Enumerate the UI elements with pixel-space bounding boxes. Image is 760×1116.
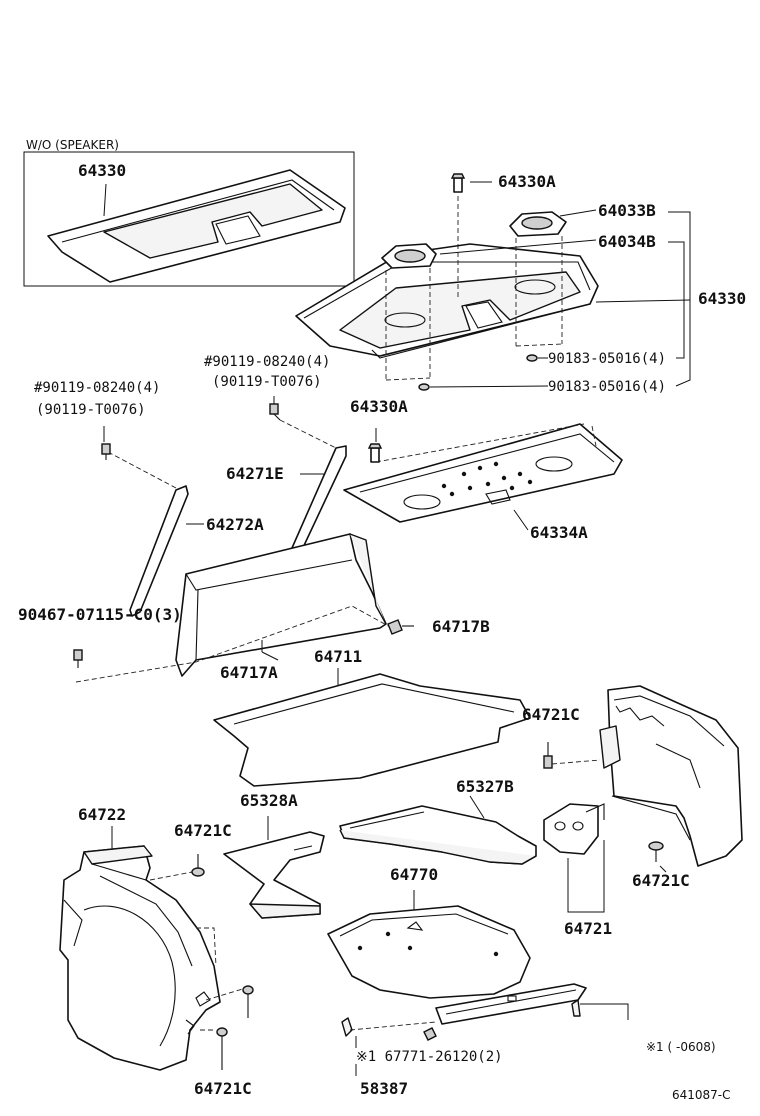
strap-64272A[interactable] [129, 485, 189, 617]
fastener-64721C-right[interactable] [543, 742, 553, 769]
side-trim-right[interactable] [599, 685, 743, 867]
label-90119-left-2[interactable]: (90119-T0076) [36, 402, 146, 418]
fastener-64721C-lower-a[interactable] [242, 985, 254, 1018]
diagram-code: 641087-C [672, 1088, 731, 1102]
footnote: ※1 ( -0608) [646, 1040, 716, 1054]
label-64721C-right-bottom[interactable]: 64721C [632, 871, 690, 890]
label-90183-b[interactable]: 90183-05016(4) [548, 379, 667, 395]
label-64717B[interactable]: 64717B [432, 617, 490, 636]
wheelhouse-trim-64722[interactable] [59, 845, 221, 1071]
clip-64717B[interactable] [387, 619, 414, 635]
bolt-90467[interactable] [73, 649, 83, 668]
label-64722[interactable]: 64722 [78, 805, 127, 824]
label-67771[interactable]: ※1 67771-26120(2) [356, 1049, 503, 1065]
package-tray-64330[interactable] [295, 243, 599, 359]
label-64721[interactable]: 64721 [564, 919, 613, 938]
label-64330-main[interactable]: 64330 [698, 289, 747, 308]
fastener-64721C-lower-b[interactable] [216, 1027, 228, 1070]
fastener-64721C-left[interactable] [191, 854, 205, 877]
inset-title: W/O (SPEAKER) [26, 138, 119, 152]
trim-board-64334A[interactable] [343, 423, 623, 523]
speaker-cover-64034B[interactable] [381, 243, 437, 269]
label-90183-a[interactable]: 90183-05016(4) [548, 351, 667, 367]
clip-64330A-top[interactable] [450, 173, 466, 193]
screw-90119-right[interactable] [269, 403, 281, 421]
cover-65327B[interactable] [339, 805, 537, 865]
nut-90183-b[interactable] [418, 383, 430, 391]
label-64721C-left[interactable]: 64721C [174, 821, 232, 840]
label-90119-right-1[interactable]: #90119-08240(4) [204, 354, 331, 370]
label-64330-inset[interactable]: 64330 [78, 161, 127, 180]
partition-board-64717A[interactable] [175, 533, 387, 677]
label-90119-left-1[interactable]: #90119-08240(4) [34, 380, 161, 396]
inset-frame [23, 151, 355, 287]
label-64033B[interactable]: 64033B [598, 201, 656, 220]
label-64271E[interactable]: 64271E [226, 464, 284, 483]
label-64721C-right-top[interactable]: 64721C [522, 705, 580, 724]
sill-plate-58387[interactable] [341, 983, 587, 1037]
nut-90183-a[interactable] [526, 354, 538, 362]
label-90119-right-2[interactable]: (90119-T0076) [212, 374, 322, 390]
inset-package-tray-64330[interactable] [47, 169, 346, 283]
bracket-64721[interactable] [543, 803, 605, 855]
label-90467[interactable]: 90467-07115-C0(3) [18, 605, 182, 624]
label-58387[interactable]: 58387 [360, 1079, 409, 1098]
label-64770[interactable]: 64770 [390, 865, 439, 884]
label-64272A[interactable]: 64272A [206, 515, 264, 534]
label-64330A-mid[interactable]: 64330A [350, 397, 408, 416]
screw-90119-left[interactable] [101, 443, 111, 460]
fastener-64721C-right-bottom[interactable] [648, 841, 664, 862]
cover-65328A[interactable] [223, 831, 325, 919]
clip-64330A-mid[interactable] [367, 443, 383, 463]
label-64711[interactable]: 64711 [314, 647, 363, 666]
label-64721C-bottom[interactable]: 64721C [194, 1079, 252, 1098]
clip-67771[interactable] [423, 1027, 437, 1041]
trunk-mat-64711[interactable] [213, 673, 531, 787]
label-65328A[interactable]: 65328A [240, 791, 298, 810]
label-64034B[interactable]: 64034B [598, 232, 656, 251]
label-65327B[interactable]: 65327B [456, 777, 514, 796]
label-64330A-top[interactable]: 64330A [498, 172, 556, 191]
label-64334A[interactable]: 64334A [530, 523, 588, 542]
speaker-cover-64033B[interactable] [509, 211, 567, 237]
mat-64770[interactable] [327, 905, 531, 999]
label-64717A[interactable]: 64717A [220, 663, 278, 682]
